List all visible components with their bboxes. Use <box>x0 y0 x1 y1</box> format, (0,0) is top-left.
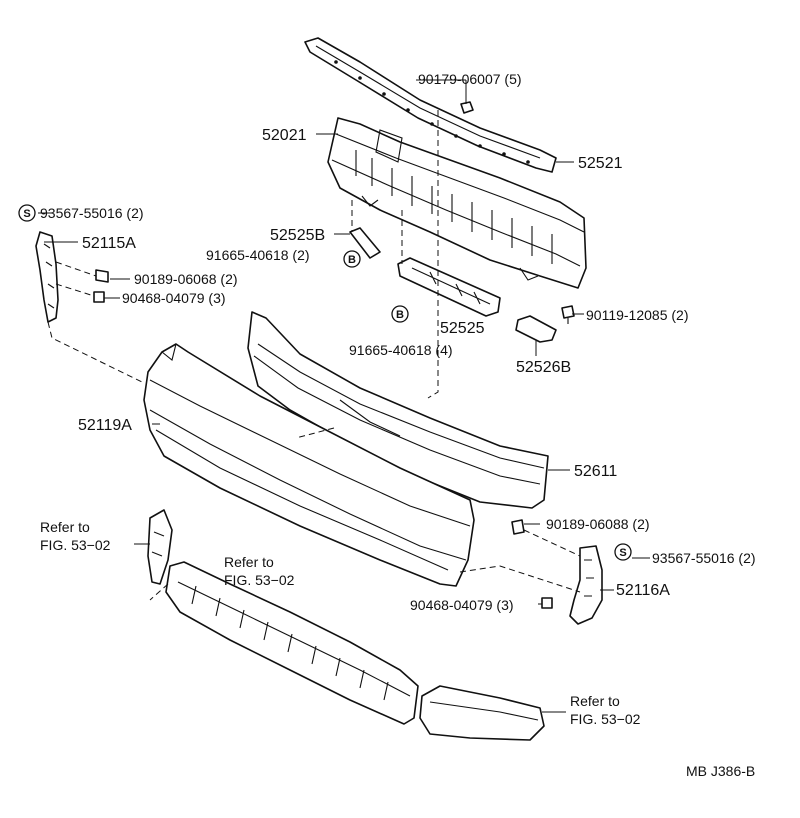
label-52525B: 52525B <box>270 227 325 244</box>
side-bracket-52116A <box>569 545 603 625</box>
label-refer-left-line1: Refer to <box>40 519 90 535</box>
label-90468-left: 90468-04079 (3) <box>122 290 226 306</box>
lower-grille-valance <box>165 561 419 725</box>
side-bracket-52115A <box>35 231 59 323</box>
label-refer-mid-line1: Refer to <box>224 554 274 570</box>
svg-text:B: B <box>348 254 356 266</box>
label-refer-right-line2: FIG. 53−02 <box>570 711 641 727</box>
label-90179: 90179-06007 (5) <box>418 71 522 87</box>
retainer-52525B <box>349 227 381 259</box>
label-90189-right: 90189-06088 (2) <box>546 516 650 532</box>
label-52526B: 52526B <box>516 359 571 376</box>
svg-text:S: S <box>619 547 626 559</box>
lower-corner-piece <box>419 685 545 741</box>
alignment-dashed-lines <box>47 110 581 601</box>
label-90468-right: 90468-04079 (3) <box>410 597 514 613</box>
label-52116A: 52116A <box>616 582 670 599</box>
retainer-52525 <box>397 257 501 317</box>
bumper-absorber-52611 <box>247 311 549 509</box>
label-refer-mid-line2: FIG. 53−02 <box>224 572 295 588</box>
label-90189-left: 90189-06068 (2) <box>134 271 238 287</box>
label-93567-left: 93567-55016 (2) <box>40 205 144 221</box>
nut-90179-icon <box>460 101 474 114</box>
clip-90189-right-icon <box>511 519 525 535</box>
lower-bracket-left <box>147 509 173 585</box>
label-52119A: 52119A <box>78 417 132 434</box>
label-93567-right: 93567-55016 (2) <box>652 550 756 566</box>
nut-90468-right-icon <box>541 597 553 609</box>
bolt-90119-icon <box>561 305 575 324</box>
label-diagram-code: MB J386-B <box>686 763 755 779</box>
bumper-cover-52119A <box>143 343 475 587</box>
svg-text:S: S <box>23 208 30 220</box>
nut-90468-left-icon <box>93 291 105 303</box>
callout-b-top: B <box>343 250 361 268</box>
bumper-reinforcement-52021 <box>327 117 587 289</box>
clip-90189-left-icon <box>95 269 109 283</box>
label-52611: 52611 <box>574 463 617 480</box>
callout-b-mid: B <box>391 305 409 323</box>
label-90119: 90119-12085 (2) <box>586 307 688 323</box>
callout-s-right: S <box>614 543 632 561</box>
retainer-52526B <box>515 315 557 343</box>
leader-lines <box>38 79 650 713</box>
label-52525: 52525 <box>440 320 485 337</box>
label-refer-left-line2: FIG. 53−02 <box>40 537 111 553</box>
label-91665-mid: 91665-40618 (4) <box>349 342 453 358</box>
bumper-reinforcement-strip-52521 <box>304 37 557 173</box>
label-52021: 52021 <box>262 127 307 144</box>
svg-text:B: B <box>396 309 404 321</box>
label-refer-right-line1: Refer to <box>570 693 620 709</box>
label-52521: 52521 <box>578 155 623 172</box>
callout-s-left: S <box>18 204 36 222</box>
label-52115A: 52115A <box>82 235 136 252</box>
label-91665-top: 91665-40618 (2) <box>206 247 310 263</box>
